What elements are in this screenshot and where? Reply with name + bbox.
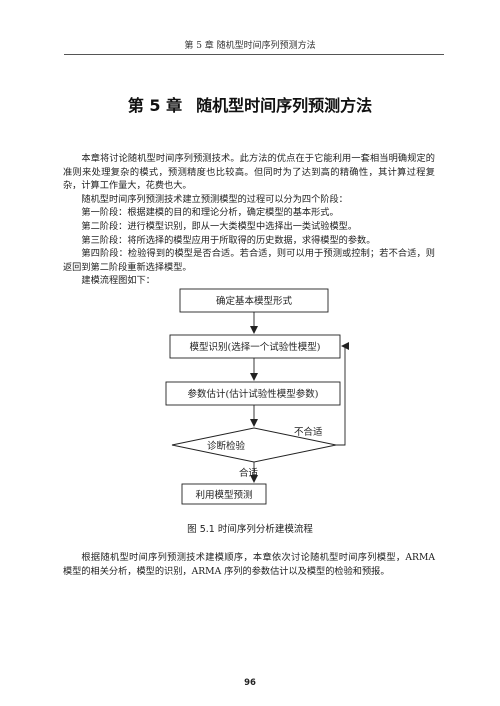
chapter-title: 第 5 章随机型时间序列预测方法 [0,92,500,116]
header-rule [64,54,444,55]
feedback-line-not-suitable [336,346,346,446]
intro-text: 本章将讨论随机型时间序列预测技术。此方法的优点在于它能利用一套相当明确规定的准则… [63,152,435,288]
paragraph: 第一阶段：根据建模的目的和理论分析，确定模型的基本形式。 [81,207,339,219]
decision-label-diagnose: 诊断检验 [207,440,246,452]
step-box-forecast [181,483,267,505]
chapter-name: 随机型时间序列预测方法 [196,96,373,115]
label-suitable: 合适 [239,467,259,479]
paragraph: 第二阶段：进行模型识别，即从一大类模型中选择出一类试验模型。 [81,220,358,232]
paragraph: 第三阶段：将所选择的模型应用于所取得的历史数据，求得模型的参数。 [81,234,376,246]
chapter-number: 第 5 章 [127,96,183,115]
figure-caption: 图 5.1 时间序列分析建模流程 [187,524,313,535]
step-label-estimate-params: 参数估计(估计试验性模型参数) [188,388,319,400]
step-label-forecast: 利用模型预测 [195,489,252,501]
closing-text: 根据随机型时间序列预测技术建模顺序，本章依次讨论随机型时间序列模型，ARMA 模… [63,551,435,578]
paragraph: 根据随机型时间序列预测技术建模顺序，本章依次讨论随机型时间序列模型，ARMA 模… [63,552,435,577]
label-not-suitable: 不合适 [294,426,323,438]
step-box-identify-model [169,334,341,359]
paragraph: 建模流程图如下： [81,275,155,287]
page-number: 96 [244,678,256,688]
paragraph: 第四阶段：检验得到的模型是否合适。若合适，则可以用于预测或控制；若不合适，则返回… [63,248,435,273]
running-header: 第 5 章 随机型时间序列预测方法 [184,41,316,51]
step-box-estimate-params [165,381,341,406]
step-label-define-model: 确定基本模型形式 [216,295,293,307]
step-label-identify-model: 模型识别(选择一个试验性模型) [190,341,321,353]
paragraph: 随机型时间序列预测技术建立预测模型的过程可以分为四个阶段： [81,193,348,205]
paragraph: 本章将讨论随机型时间序列预测技术。此方法的优点在于它能利用一套相当明确规定的准则… [63,153,435,192]
